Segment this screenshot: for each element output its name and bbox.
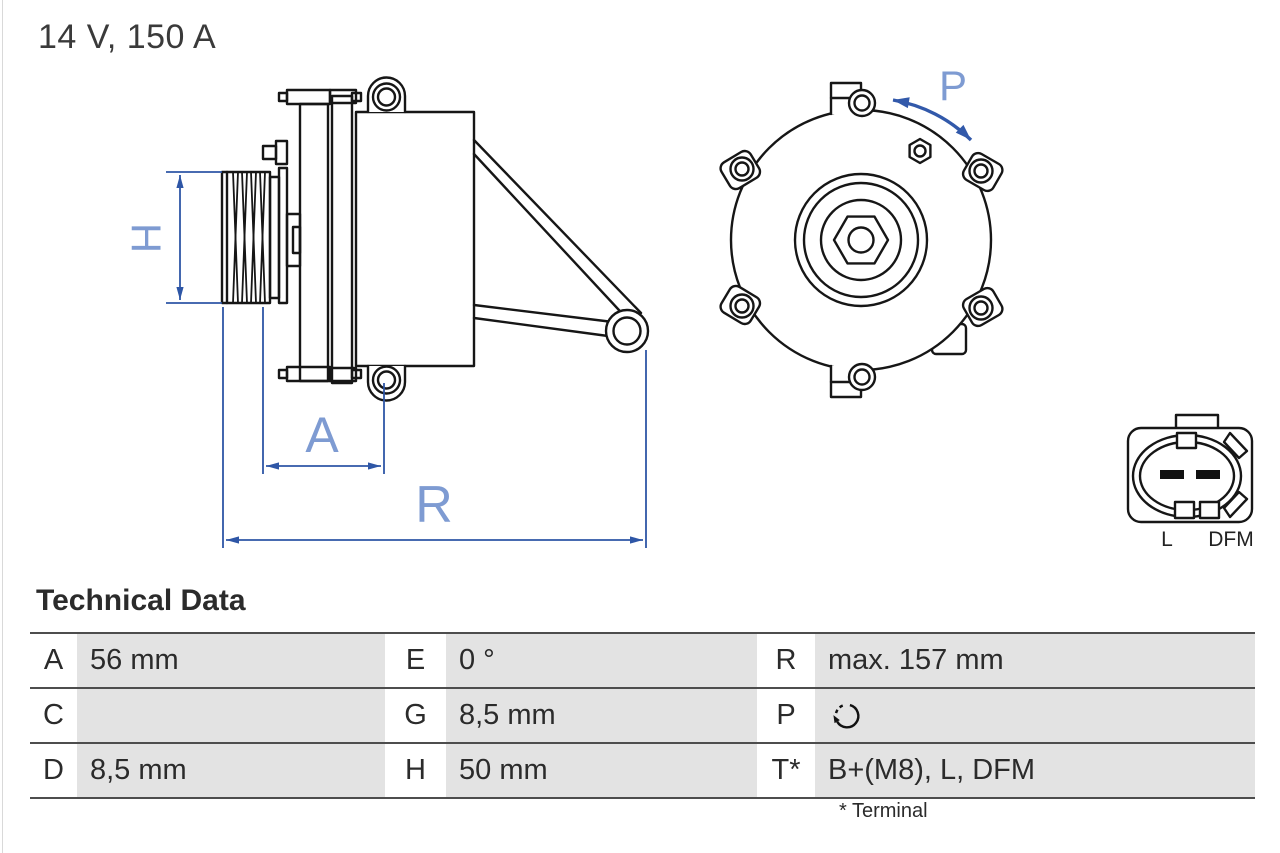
rotation-direction-cell bbox=[815, 689, 1255, 742]
dimension-lines bbox=[166, 97, 973, 548]
dimension-label-h: H bbox=[123, 223, 170, 253]
ear-lower-right bbox=[961, 286, 1004, 328]
table-key: R bbox=[757, 634, 815, 687]
housing-outline bbox=[729, 108, 993, 372]
pulley bbox=[220, 166, 289, 305]
mounting-lug-top bbox=[366, 76, 407, 114]
pulley-grooves bbox=[232, 171, 266, 304]
table-value: 50 mm bbox=[446, 744, 757, 797]
table-key: P bbox=[757, 689, 815, 742]
table-key: C bbox=[30, 689, 77, 742]
ear-bottom bbox=[829, 362, 877, 399]
shaft-nut bbox=[793, 172, 929, 308]
housing-plates bbox=[261, 88, 363, 385]
connector-pin-left-label: L bbox=[1161, 528, 1173, 551]
table-row: D 8,5 mm H 50 mm T* B+(M8), L, DFM bbox=[30, 742, 1255, 799]
connector-key-notch bbox=[1175, 431, 1198, 450]
dimension-label-p: P bbox=[939, 62, 967, 109]
connector-pin-l bbox=[1160, 470, 1184, 479]
table-key: G bbox=[385, 689, 446, 742]
section-heading: Technical Data bbox=[36, 584, 246, 617]
front-view-drawing bbox=[719, 81, 1004, 399]
rotation-direction-icon bbox=[833, 703, 860, 729]
alternator-body bbox=[354, 110, 476, 368]
table-key: H bbox=[385, 744, 446, 797]
ear-upper-left bbox=[719, 149, 762, 191]
rotation-arrow-icon bbox=[892, 97, 973, 142]
table-value bbox=[77, 689, 385, 742]
table-row: A 56 mm E 0 ° R max. 157 mm bbox=[30, 632, 1255, 687]
table-key: A bbox=[30, 634, 77, 687]
connector-pin-dfm bbox=[1196, 470, 1220, 479]
technical-drawing: L DFM H A R P bbox=[123, 62, 1254, 551]
dimension-label-r: R bbox=[415, 476, 453, 534]
table-row: C G 8,5 mm P bbox=[30, 687, 1255, 742]
table-value: 8,5 mm bbox=[77, 744, 385, 797]
technical-data-table: A 56 mm E 0 ° R max. 157 mm C G 8,5 mm P… bbox=[30, 632, 1255, 799]
table-value: max. 157 mm bbox=[815, 634, 1255, 687]
ear-upper-right bbox=[961, 151, 1004, 193]
connector-diagram bbox=[1126, 413, 1254, 524]
terminal-footnote: * Terminal bbox=[839, 800, 928, 822]
ear-lower-left bbox=[719, 284, 762, 326]
page-edge-line bbox=[2, 0, 3, 853]
ear-top bbox=[829, 81, 877, 118]
table-value: 0 ° bbox=[446, 634, 757, 687]
table-key: D bbox=[30, 744, 77, 797]
table-value: B+(M8), L, DFM bbox=[815, 744, 1255, 797]
connector-pin-right-label: DFM bbox=[1208, 528, 1254, 551]
side-view-drawing bbox=[220, 76, 650, 402]
table-key: E bbox=[385, 634, 446, 687]
page-title: 14 V, 150 A bbox=[38, 18, 217, 56]
dimension-label-a: A bbox=[305, 407, 339, 463]
tensioner-arm bbox=[472, 138, 650, 354]
mounting-lug-bottom bbox=[366, 364, 407, 402]
table-value: 8,5 mm bbox=[446, 689, 757, 742]
table-key: T* bbox=[757, 744, 815, 797]
table-value: 56 mm bbox=[77, 634, 385, 687]
